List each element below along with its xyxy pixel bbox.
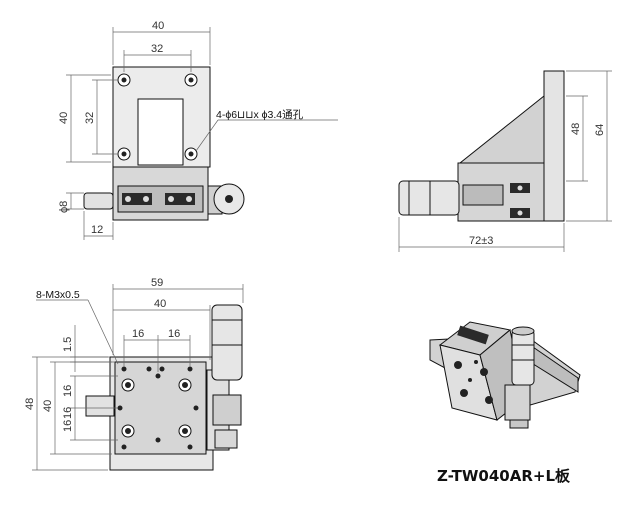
dim-front-1.5: 1.5 <box>62 337 74 352</box>
side-view-bracket <box>543 70 565 222</box>
dim-top-32-v: 32 <box>84 112 96 124</box>
dim-side-64: 64 <box>594 124 606 136</box>
iso-micrometer <box>511 329 535 386</box>
model-label: Z-TW040AR+L板 <box>437 467 571 485</box>
dim-side-72: 72±3 <box>469 235 493 247</box>
front-view-table <box>114 361 207 455</box>
dim-front-40-v: 40 <box>42 400 54 412</box>
front-view-lock <box>85 395 115 417</box>
isometric-view <box>429 321 581 429</box>
top-view: 40 32 40 32 ϕ8 12 4-ϕ6⊔⊔x ϕ3.4通孔 <box>58 20 338 240</box>
side-view-micrometer <box>398 180 460 216</box>
thread-note: 8-M3x0.5 <box>36 289 80 301</box>
front-view-micrometer <box>211 304 243 381</box>
dim-top-phi8: ϕ8 <box>58 201 70 213</box>
dim-front-59: 59 <box>151 277 163 289</box>
dim-top-40: 40 <box>152 20 164 32</box>
dim-top-32: 32 <box>151 43 163 55</box>
dim-front-16v2: 16 <box>62 407 74 419</box>
dim-front-16a: 16 <box>132 328 144 340</box>
dim-front-16b: 16 <box>168 328 180 340</box>
hole-note: 4-ϕ6⊔⊔x ϕ3.4通孔 <box>216 108 304 121</box>
front-view-holes <box>117 366 199 450</box>
top-view-slot <box>137 98 184 166</box>
side-view-gusset <box>458 94 545 164</box>
top-view-holes <box>117 73 198 161</box>
dim-top-40-v: 40 <box>58 112 70 124</box>
top-view-micrometer <box>83 192 114 210</box>
dim-front-16v1: 16 <box>62 385 74 397</box>
dim-front-16v3: 16 <box>62 420 74 432</box>
dim-top-12: 12 <box>91 224 103 236</box>
dim-side-48: 48 <box>570 123 582 135</box>
dim-front-48: 48 <box>24 398 36 410</box>
front-view: 59 40 16 16 8-M3x0.5 1.5 48 40 <box>24 277 244 471</box>
dim-front-40: 40 <box>154 298 166 310</box>
side-view: 64 48 72±3 <box>398 70 612 252</box>
